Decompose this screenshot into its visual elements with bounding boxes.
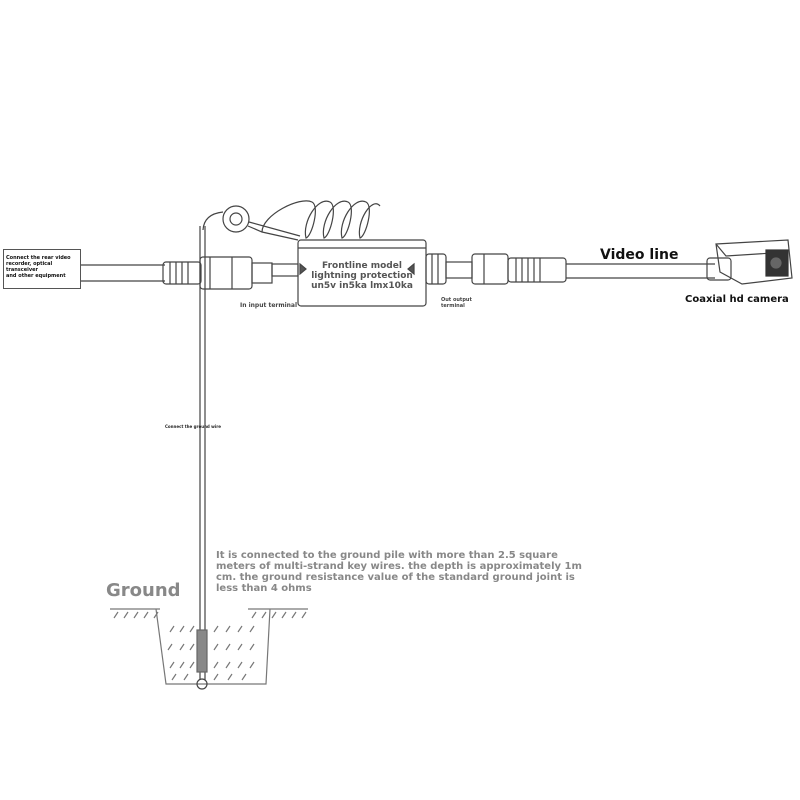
protector-label: Frontline model lightning protection un5…	[311, 261, 413, 291]
ground-wire	[199, 226, 206, 680]
left-cable	[81, 264, 165, 282]
right-cable	[566, 263, 715, 279]
ground-rod	[196, 629, 208, 690]
input-connector	[162, 256, 299, 290]
coil-spring	[261, 200, 381, 239]
ground-pit	[110, 608, 308, 685]
ground-title: Ground	[106, 580, 181, 601]
ground-note: It is connected to the ground pile with …	[216, 550, 582, 594]
ground-wire-label: Connect the ground wire	[165, 424, 221, 429]
recorder-box: Connect the rear video recorder, optical…	[3, 249, 81, 289]
ground-lug	[202, 205, 301, 241]
output-connector	[425, 253, 567, 285]
camera-label: Coaxial hd camera	[685, 294, 789, 305]
camera-icon	[706, 239, 793, 285]
output-terminal-label: Out output terminal	[441, 297, 472, 309]
video-line-label: Video line	[600, 247, 679, 263]
input-terminal-label: In input terminal	[240, 302, 298, 309]
